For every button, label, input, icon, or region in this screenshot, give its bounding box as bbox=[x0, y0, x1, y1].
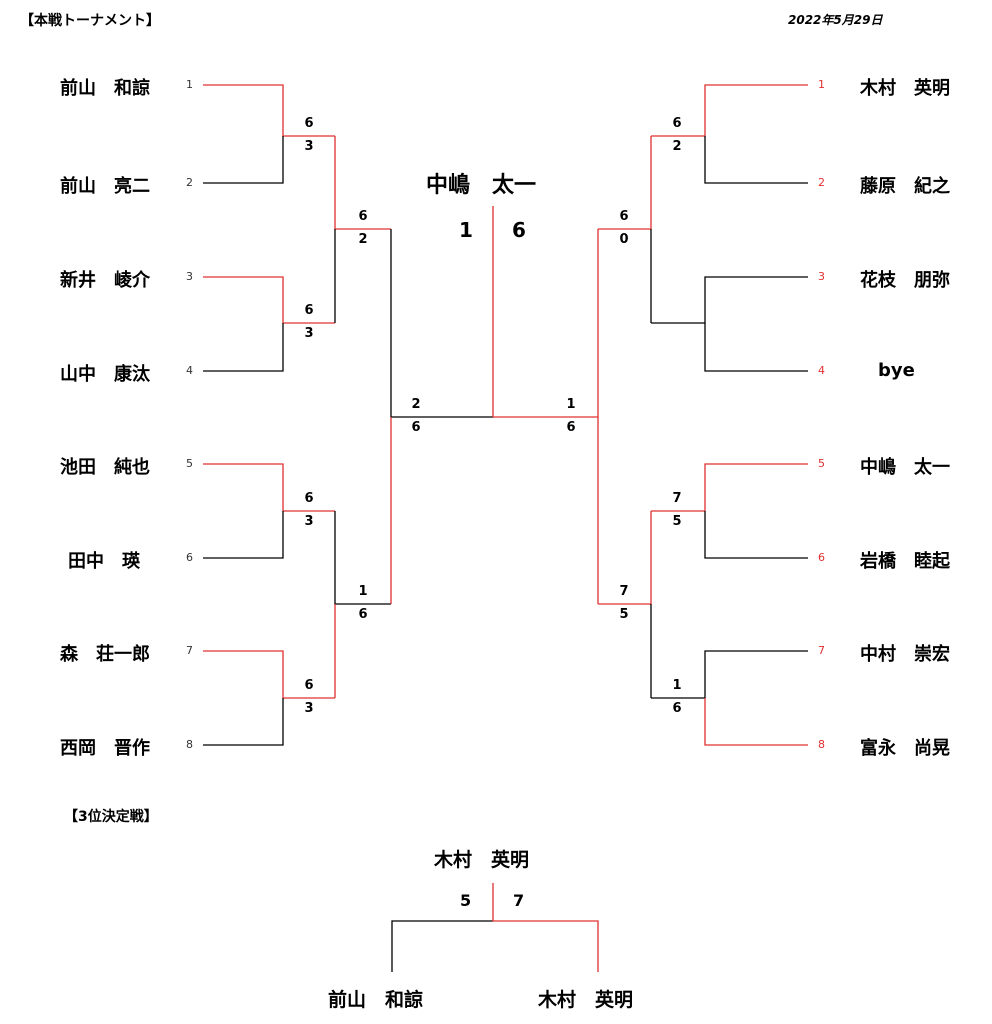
right-seed-6: 6 bbox=[818, 551, 825, 564]
right-player-2-name: 藤原 紀之 bbox=[860, 176, 950, 197]
third-right-player: 木村 英明 bbox=[538, 989, 634, 1011]
third-right-score: 7 bbox=[513, 891, 525, 910]
match-score: 3 bbox=[304, 514, 314, 529]
right-seed-8: 8 bbox=[818, 738, 825, 751]
match-score: 6 bbox=[672, 701, 682, 716]
left-seed-5: 5 bbox=[186, 457, 193, 470]
left-player-6-name: 田中 瑛 bbox=[68, 551, 140, 572]
right-player-1-name: 木村 英明 bbox=[860, 78, 950, 99]
match-score: 3 bbox=[304, 326, 314, 341]
match-score: 6 bbox=[304, 116, 314, 131]
bracket-line bbox=[704, 698, 808, 746]
left-seed-1: 1 bbox=[186, 78, 193, 91]
left-seed-3: 3 bbox=[186, 270, 193, 283]
left-seed-8: 8 bbox=[186, 738, 193, 751]
third-left-score: 5 bbox=[460, 891, 472, 910]
right-player-3-name: 花枝 朋弥 bbox=[860, 270, 950, 291]
bracket-line bbox=[651, 276, 808, 324]
match-score: 6 bbox=[358, 607, 368, 622]
left-player-7-name: 森 荘一郎 bbox=[60, 644, 150, 665]
match-score: 6 bbox=[358, 209, 368, 224]
match-score: 6 bbox=[304, 491, 314, 506]
left-player-5-name: 池田 純也 bbox=[60, 457, 150, 478]
bracket-line bbox=[704, 323, 808, 372]
match-score: 2 bbox=[358, 232, 368, 247]
right-seed-4: 4 bbox=[818, 364, 825, 377]
bracket-line bbox=[203, 323, 284, 372]
third-left-player: 前山 和諒 bbox=[328, 989, 424, 1011]
bracket-line bbox=[651, 650, 808, 699]
bracket-line bbox=[203, 84, 335, 137]
match-score: 3 bbox=[304, 139, 314, 154]
third-place-title: 【3位決定戦】 bbox=[64, 809, 158, 825]
match-score: 2 bbox=[672, 139, 682, 154]
champion-name: 中嶋 太一 bbox=[426, 173, 537, 198]
right-seed-1: 1 bbox=[818, 78, 825, 91]
bracket-line bbox=[203, 463, 335, 512]
left-seed-2: 2 bbox=[186, 176, 193, 189]
bracket-line bbox=[651, 84, 808, 137]
bracket-line bbox=[203, 650, 335, 699]
bracket-line bbox=[704, 136, 808, 184]
right-seed-7: 7 bbox=[818, 644, 825, 657]
right-seed-2: 2 bbox=[818, 176, 825, 189]
match-score: 6 bbox=[672, 116, 682, 131]
left-player-8-name: 西岡 晋作 bbox=[60, 738, 150, 759]
match-score: 5 bbox=[672, 514, 682, 529]
match-score: 1 bbox=[358, 584, 368, 599]
right-player-7-name: 中村 崇宏 bbox=[860, 644, 950, 665]
tournament-date: 2022年5月29日 bbox=[788, 13, 883, 27]
bracket-line bbox=[203, 698, 284, 746]
left-seed-4: 4 bbox=[186, 364, 193, 377]
final-right-score: 6 bbox=[512, 218, 526, 242]
bracket-line bbox=[493, 229, 599, 418]
bracket-line bbox=[203, 276, 335, 324]
left-player-4-name: 山中 康汰 bbox=[60, 364, 150, 385]
match-score: 1 bbox=[566, 397, 576, 412]
match-score: 0 bbox=[619, 232, 629, 247]
match-score: 6 bbox=[411, 420, 421, 435]
match-score: 5 bbox=[619, 607, 629, 622]
match-score: 2 bbox=[411, 397, 421, 412]
right-player-8-name: 富永 尚晃 bbox=[860, 738, 950, 759]
match-score: 7 bbox=[619, 584, 629, 599]
third-place-winner: 木村 英明 bbox=[434, 849, 530, 871]
right-player-6-name: 岩橋 睦起 bbox=[860, 551, 950, 572]
match-score: 7 bbox=[672, 491, 682, 506]
bracket-line bbox=[203, 511, 284, 559]
right-seed-3: 3 bbox=[818, 270, 825, 283]
left-seed-6: 6 bbox=[186, 551, 193, 564]
final-left-score: 1 bbox=[459, 218, 473, 242]
bracket-line bbox=[203, 136, 284, 184]
left-player-3-name: 新井 崚介 bbox=[60, 270, 150, 291]
right-player-4-name: bye bbox=[878, 360, 915, 381]
left-player-1-name: 前山 和諒 bbox=[60, 78, 150, 99]
match-score: 6 bbox=[566, 420, 576, 435]
match-score: 6 bbox=[304, 678, 314, 693]
bracket-line bbox=[651, 463, 808, 512]
match-score: 6 bbox=[304, 303, 314, 318]
match-score: 3 bbox=[304, 701, 314, 716]
left-player-2-name: 前山 亮二 bbox=[60, 176, 150, 197]
match-score: 1 bbox=[672, 678, 682, 693]
right-seed-5: 5 bbox=[818, 457, 825, 470]
match-score: 6 bbox=[619, 209, 629, 224]
bracket-line bbox=[492, 883, 599, 972]
page-title: 【本戦トーナメント】 bbox=[20, 13, 160, 29]
left-seed-7: 7 bbox=[186, 644, 193, 657]
bracket-line bbox=[391, 920, 493, 972]
bracket-line bbox=[390, 229, 493, 418]
right-player-5-name: 中嶋 太一 bbox=[860, 457, 950, 478]
bracket-line bbox=[704, 511, 808, 559]
